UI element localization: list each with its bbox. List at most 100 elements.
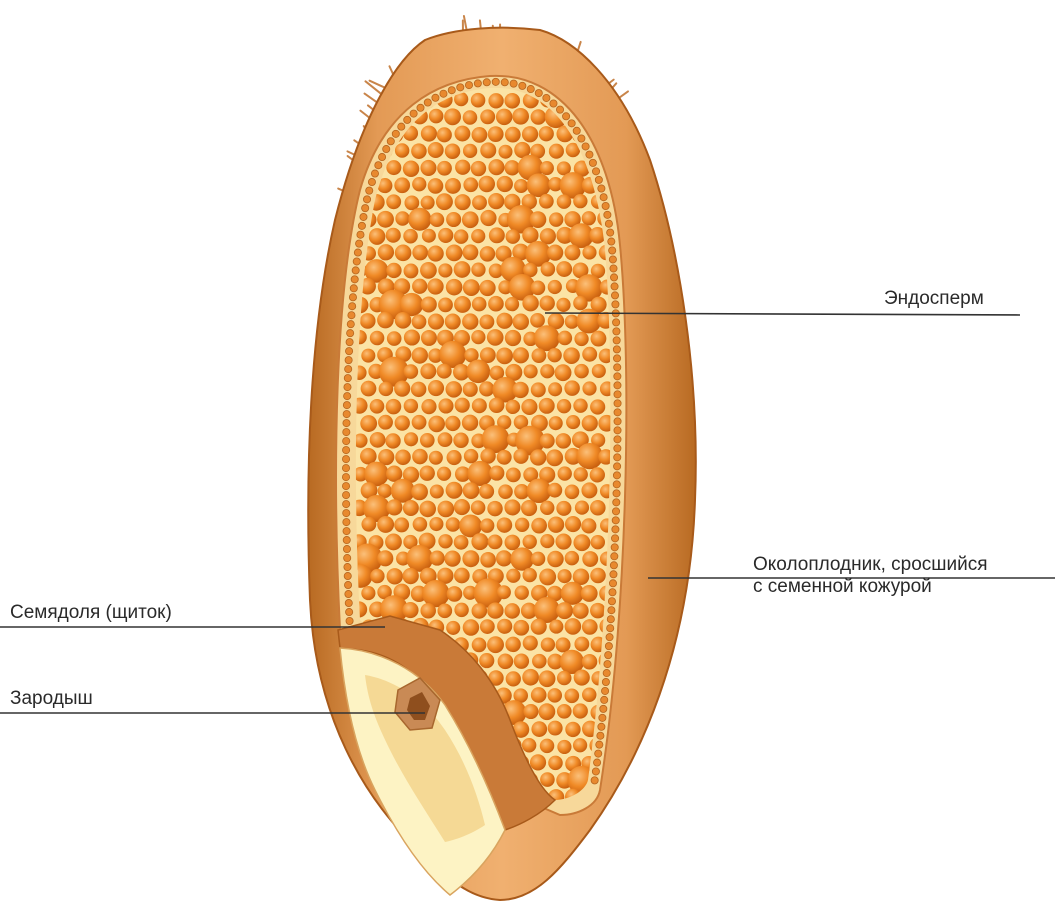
starch-grain <box>522 126 538 142</box>
starch-grain <box>438 603 453 618</box>
aleurone-cell <box>610 571 617 578</box>
starch-grain <box>445 144 460 159</box>
starch-grain <box>419 501 436 518</box>
aleurone-cell <box>343 536 350 543</box>
starch-grain <box>472 127 488 143</box>
aleurone-cell <box>610 265 617 272</box>
aleurone-cell <box>352 267 359 274</box>
aleurone-cell <box>609 589 616 596</box>
starch-grain <box>496 550 512 566</box>
starch-grain <box>480 619 495 634</box>
starch-grain <box>523 535 537 549</box>
starch-grain <box>412 177 426 191</box>
aleurone-cell <box>417 104 424 111</box>
starch-grain <box>548 688 562 702</box>
starch-grain <box>420 603 436 619</box>
starch-grain <box>378 415 393 430</box>
aleurone-cell <box>578 135 585 142</box>
starch-grain <box>421 399 436 414</box>
starch-grain <box>370 399 385 414</box>
aleurone-cell <box>362 205 369 212</box>
starch-grain <box>422 229 436 243</box>
aleurone-cell <box>457 84 464 91</box>
starch-grain <box>555 364 572 381</box>
starch-grain <box>429 451 443 465</box>
starch-grain <box>462 313 478 329</box>
aleurone-cell <box>360 213 367 220</box>
starch-grain <box>548 280 562 294</box>
starch-grain <box>404 399 418 413</box>
aleurone-cell <box>607 229 614 236</box>
aleurone-cell <box>589 159 596 166</box>
starch-grain <box>479 314 494 329</box>
starch-grain <box>488 534 503 549</box>
starch-grain <box>403 229 418 244</box>
starch-grain <box>582 245 596 259</box>
aleurone-cell <box>592 768 599 775</box>
starch-grain <box>532 654 547 669</box>
starch-grain <box>504 499 520 515</box>
aleurone-cell <box>343 437 350 444</box>
aleurone-cell <box>378 153 385 160</box>
starch-grain <box>438 534 452 548</box>
aleurone-cell <box>344 581 351 588</box>
starch-grain <box>408 208 431 231</box>
starch-grain <box>386 499 402 515</box>
aleurone-cell <box>345 599 352 606</box>
starch-grain <box>549 212 563 226</box>
starch-grain <box>540 364 554 378</box>
starch-grain <box>488 159 504 175</box>
starch-grain <box>530 313 545 328</box>
starch-grain <box>472 195 487 210</box>
starch-grain <box>504 93 520 109</box>
aleurone-cell <box>613 319 620 326</box>
starch-grain <box>430 485 444 499</box>
starch-grain <box>403 568 419 584</box>
starch-grain <box>438 297 453 312</box>
starch-grain <box>563 347 580 364</box>
starch-grain <box>437 161 452 176</box>
starch-grain <box>573 738 587 752</box>
aleurone-cell <box>614 373 621 380</box>
aleurone-cell <box>344 572 351 579</box>
starch-grain <box>497 176 513 192</box>
starch-grain <box>532 348 547 363</box>
starch-grain <box>412 245 428 261</box>
starch-grain <box>385 533 402 550</box>
starch-grain <box>446 381 463 398</box>
starch-grain <box>455 398 470 413</box>
starch-grain <box>590 568 606 584</box>
starch-grain <box>472 603 488 619</box>
starch-grain <box>531 281 546 296</box>
starch-grain <box>462 415 478 431</box>
starch-grain <box>540 772 555 787</box>
aleurone-cell <box>603 669 610 676</box>
aleurone-cell <box>474 80 481 87</box>
starch-grain <box>488 93 503 108</box>
aleurone-cell <box>595 176 602 183</box>
starch-grain <box>361 517 376 532</box>
aleurone-cell <box>609 580 616 587</box>
aleurone-cell <box>351 276 358 283</box>
starch-grain <box>573 398 587 412</box>
starch-grain <box>429 517 443 531</box>
aleurone-cell <box>344 383 351 390</box>
starch-grain <box>573 603 589 619</box>
starch-grain <box>412 449 428 465</box>
starch-grain <box>445 416 460 431</box>
aleurone-cell <box>358 222 365 229</box>
aleurone-cell <box>368 178 375 185</box>
starch-grain <box>395 312 412 329</box>
starch-grain <box>445 314 461 330</box>
starch-grain <box>530 754 546 770</box>
starch-grain <box>480 142 496 158</box>
starch-grain <box>488 296 504 312</box>
aleurone-cell <box>465 81 472 88</box>
starch-grain <box>498 145 512 159</box>
aleurone-cell <box>599 714 606 721</box>
starch-grain <box>489 465 504 480</box>
starch-grain <box>471 533 488 550</box>
starch-grain <box>438 432 453 447</box>
starch-grain <box>370 432 386 448</box>
starch-grain <box>411 483 428 500</box>
